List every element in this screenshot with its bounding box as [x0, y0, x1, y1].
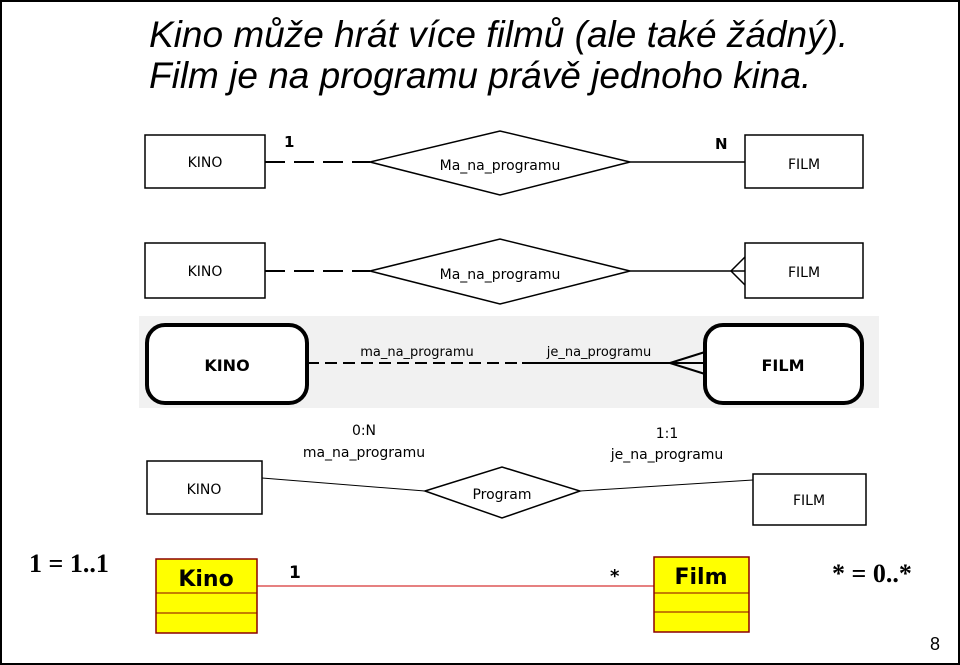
crows-foot	[729, 256, 746, 286]
class-kino-label: Kino	[178, 567, 233, 592]
entity-film-label: FILM	[788, 265, 820, 281]
entity-kino-label: KINO	[204, 356, 249, 375]
class-film-box	[653, 556, 750, 633]
class-kino: Kino	[155, 558, 258, 634]
multiplicity-left: 1	[289, 563, 301, 583]
slide-title: Kino může hrát více filmů (ale také žádn…	[149, 14, 848, 96]
entity-film-box	[703, 323, 864, 405]
relationship-label: Ma_na_programu	[440, 267, 561, 283]
role-right-label: je_na_programu	[610, 447, 724, 463]
diagram-1: KINO 1 Ma_na_programu N FILM	[144, 130, 864, 196]
diagram-2: KINO Ma_na_programu FILM	[144, 238, 864, 305]
title-line-2: Film je na programu právě jednoho kina.	[149, 55, 812, 96]
cardinality-right: N	[715, 135, 728, 153]
note-left: 1 = 1..1	[29, 549, 109, 578]
role-left-label: ma_na_programu	[303, 445, 425, 461]
relationship-label: Ma_na_programu	[440, 158, 561, 174]
entity-film-box	[744, 242, 864, 299]
entity-film-label: FILM	[788, 157, 820, 173]
entity-film-label: FILM	[762, 356, 805, 375]
title-line-1: Kino může hrát více filmů (ale také žádn…	[149, 14, 849, 55]
entity-kino-box	[144, 134, 266, 189]
entity-kino-label: KINO	[188, 264, 223, 280]
cardinality-right: 1:1	[656, 426, 679, 442]
link-left	[261, 477, 426, 492]
entity-kino-label: KINO	[187, 482, 222, 498]
entity-kino-box	[146, 460, 263, 515]
cardinality-left: 1	[284, 133, 294, 151]
multiplicity-right: *	[610, 566, 620, 587]
entity-film-label: FILM	[793, 493, 825, 509]
class-kino-box	[155, 558, 258, 634]
entity-kino-label: KINO	[188, 155, 223, 171]
diagram-3: KINO ma_na_programu je_na_programu FILM	[139, 316, 879, 408]
note-right: * = 0..*	[832, 559, 912, 588]
relationship-label: Program	[472, 487, 531, 503]
role-left-label: ma_na_programu	[360, 345, 474, 360]
crows-foot	[669, 351, 706, 375]
class-film-label: Film	[674, 565, 727, 590]
role-right-label: je_na_programu	[546, 345, 652, 360]
entity-film-box	[744, 134, 864, 189]
class-film: Film	[653, 556, 750, 633]
entity-film-box	[752, 473, 867, 526]
link-right	[579, 479, 754, 492]
diagram-5: Kino 1 * Film	[155, 556, 750, 634]
page-number: 8	[929, 634, 940, 654]
diagram-4: KINO 0:N ma_na_programu Program 1:1 je_n…	[146, 423, 867, 526]
cardinality-left: 0:N	[352, 423, 376, 439]
